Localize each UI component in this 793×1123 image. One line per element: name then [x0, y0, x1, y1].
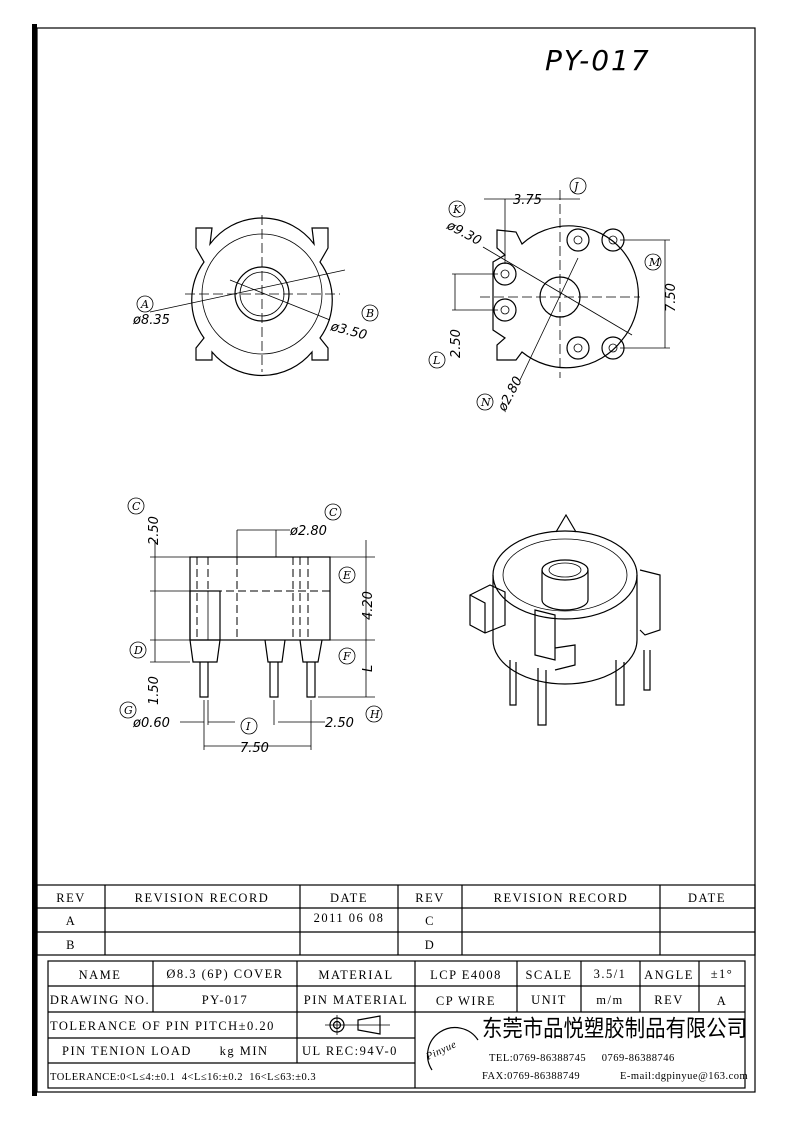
callout-h: H: [369, 708, 380, 721]
rev-a: A: [66, 914, 77, 928]
header-revision-record: REVISION RECORD: [135, 891, 270, 905]
drawing-no-value: PY-017: [202, 993, 249, 1007]
dim-2-80: ø2.80: [495, 374, 526, 415]
svg-text:Pinyue: Pinyue: [424, 1039, 459, 1063]
callout-c-1: C: [132, 500, 141, 513]
callout-j: J: [572, 180, 579, 193]
side-view: 2.50 C 1.50 D ø2.80 C 4.20 E L F G ø0.60…: [119, 497, 383, 756]
callout-m: M: [648, 256, 661, 269]
callout-k: K: [452, 203, 462, 216]
drawing-title: PY-017: [545, 44, 651, 77]
general-tolerance: TOLERANCE:0<L≤4:±0.1 4<L≤16:±0.2 16<L≤63…: [50, 1072, 316, 1083]
ul-rec: UL REC:94V-0: [302, 1044, 398, 1058]
callout-e: E: [342, 569, 351, 582]
callout-a: A: [140, 298, 149, 311]
title-block: NAME Ø8.3 (6P) COVER MATERIAL LCP E4008 …: [47, 960, 748, 1089]
dim-2-50-pin: 2.50: [325, 716, 354, 731]
rev-b: B: [66, 938, 76, 952]
dim-inner-diameter: ø3.50: [328, 319, 368, 343]
header-rev-2: REV: [415, 891, 445, 905]
projection-symbol-icon: [325, 1015, 390, 1035]
pin-material-value: CP WIRE: [436, 994, 496, 1008]
dim-7-50: 7.50: [664, 283, 679, 312]
dim-9-30: ø9.30: [443, 218, 484, 249]
material-label: MATERIAL: [318, 968, 393, 982]
unit-value: m/m: [596, 993, 623, 1007]
callout-i: I: [245, 720, 251, 733]
header-date: DATE: [330, 891, 368, 905]
pins: [493, 228, 625, 360]
rev-c: C: [425, 914, 435, 928]
name-value: Ø8.3 (6P) COVER: [166, 967, 283, 981]
callout-l: L: [432, 354, 440, 367]
company-name: 东莞市品悦塑胶制品有限公司: [482, 1016, 747, 1042]
revision-table: REV REVISION RECORD DATE REV REVISION RE…: [36, 884, 756, 956]
pin-tension-load: PIN TENION LOAD kg MIN: [62, 1044, 269, 1058]
frame-edge: [32, 24, 37, 1096]
scale-value: 3.5/1: [594, 967, 627, 981]
rev-label: REV: [654, 993, 684, 1007]
dim-1-50: 1.50: [147, 676, 162, 705]
dim-3-75: 3.75: [513, 193, 542, 208]
header-revision-record-2: REVISION RECORD: [494, 891, 629, 905]
dim-2-50-top: 2.50: [147, 516, 162, 545]
dim-7-50-side: 7.50: [240, 741, 269, 756]
isometric-view: [469, 513, 661, 726]
name-label: NAME: [79, 968, 122, 982]
company-fax: FAX:0769-86388749: [482, 1071, 580, 1082]
rev-value: A: [717, 994, 728, 1008]
header-date-2: DATE: [688, 891, 726, 905]
top-view: A ø8.35 B ø3.50: [132, 215, 379, 376]
dim-2-50: 2.50: [449, 329, 464, 358]
dim-0-60: ø0.60: [132, 716, 170, 731]
bottom-view: 3.75 J K ø9.30 M 7.50 2.50 L ø2.80 N: [428, 177, 679, 415]
callout-b: B: [365, 307, 374, 320]
angle-value: ±1°: [711, 967, 734, 981]
callout-f: F: [342, 650, 351, 663]
callout-n: N: [480, 396, 491, 409]
angle-label: ANGLE: [644, 968, 694, 982]
dim-outer-diameter: ø8.35: [132, 313, 170, 328]
drawing-no-label: DRAWING NO.: [50, 993, 150, 1007]
rev-a-date: 2011 06 08: [314, 911, 385, 925]
callout-c-2: C: [329, 506, 338, 519]
material-value: LCP E4008: [430, 968, 502, 982]
company-logo: Pinyue: [424, 1026, 479, 1071]
company-tel: TEL:0769-86388745 0769-86388746: [489, 1053, 675, 1064]
scale-label: SCALE: [525, 968, 572, 982]
dim-4-20: 4.20: [361, 591, 376, 620]
callout-d: D: [133, 644, 143, 657]
rev-d: D: [425, 938, 436, 952]
callout-g: G: [124, 704, 133, 717]
pin-material-label: PIN MATERIAL: [304, 993, 408, 1007]
header-rev: REV: [56, 891, 86, 905]
company-email: E-mail:dgpinyue@163.com: [620, 1071, 748, 1082]
pin-pitch-tolerance: TOLERANCE OF PIN PITCH±0.20: [50, 1019, 275, 1033]
unit-label: UNIT: [531, 993, 567, 1007]
dim-2-80-side: ø2.80: [289, 524, 327, 539]
dim-l: L: [361, 665, 376, 672]
